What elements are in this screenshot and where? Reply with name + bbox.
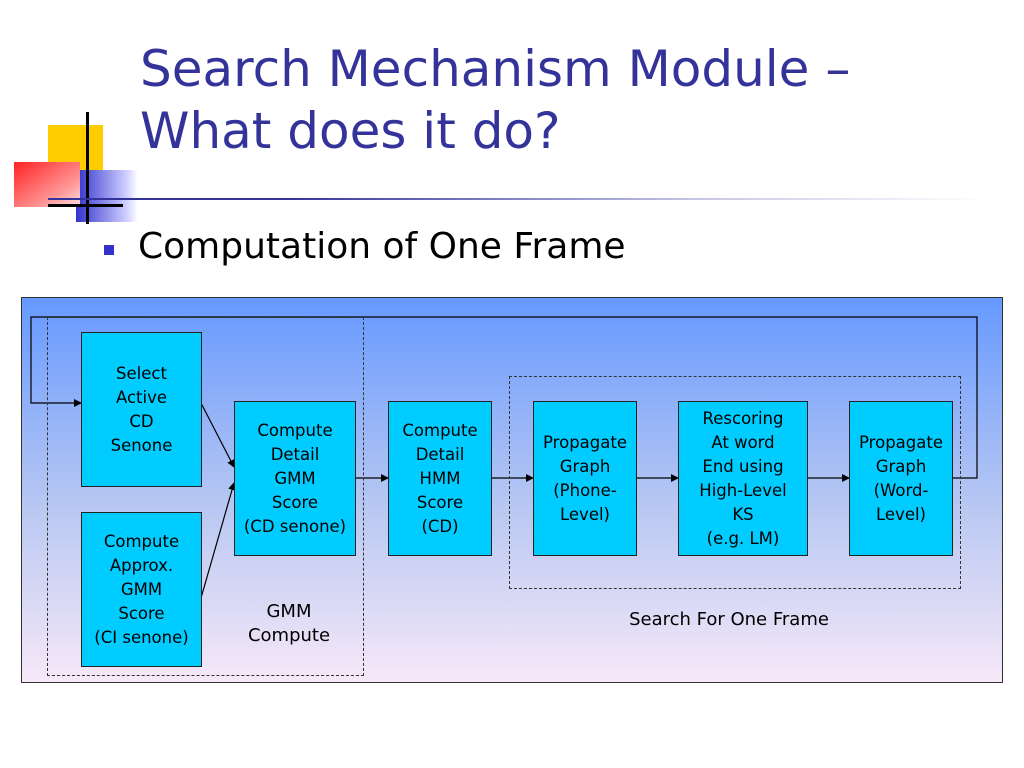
group-gmm-compute <box>47 317 364 676</box>
box-rescoring: Rescoring At word End using High-Level K… <box>678 401 808 556</box>
title-line-2: What does it do? <box>140 102 561 160</box>
arrow-approx-to-gmm <box>200 482 236 599</box>
box-compute-detail-gmm: Compute Detail GMM Score (CD senone) <box>234 401 356 556</box>
box-compute-approx-gmm: Compute Approx. GMM Score (CI senone) <box>81 512 202 667</box>
feedback-loop-arrow <box>30 316 978 479</box>
bullet-text: Computation of One Frame <box>138 226 626 267</box>
deco-vertical-line <box>86 112 89 224</box>
arrow-select-to-gmm <box>200 402 235 468</box>
label-search-one-frame: Search For One Frame <box>629 609 829 630</box>
box-propagate-graph-phone: Propagate Graph (Phone- Level) <box>533 401 637 556</box>
box-select-active-cd-senone: Select Active CD Senone <box>81 332 202 487</box>
group-search-one-frame <box>509 376 961 589</box>
deco-red-square <box>14 162 80 207</box>
label-gmm-compute: GMM Compute <box>247 601 331 646</box>
box-propagate-graph-word: Propagate Graph (Word- Level) <box>849 401 953 556</box>
title-divider <box>48 198 988 200</box>
deco-horizontal-line <box>48 204 123 207</box>
title-line-1: Search Mechanism Module – <box>140 40 851 98</box>
bullet-square-icon <box>104 245 114 255</box>
box-compute-detail-hmm: Compute Detail HMM Score (CD) <box>388 401 492 556</box>
flow-diagram: Select Active CD Senone Compute Approx. … <box>21 297 1003 683</box>
slide-title: Search Mechanism Module – What does it d… <box>140 38 1010 162</box>
diagram-connectors <box>30 316 978 599</box>
